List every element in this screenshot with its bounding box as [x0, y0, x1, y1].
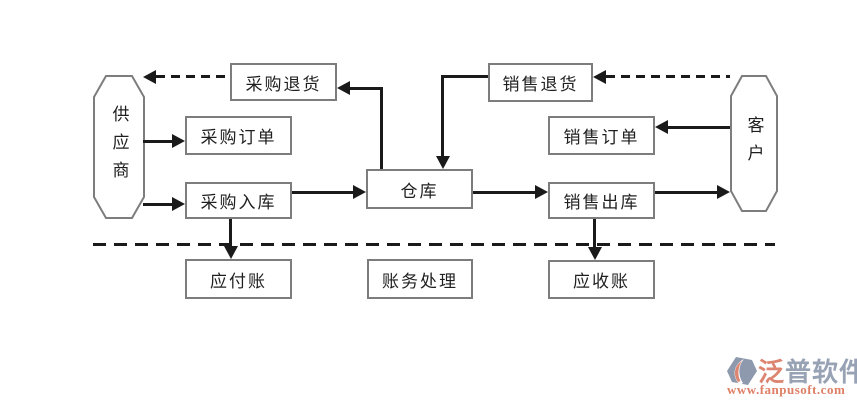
edge-warehouse-purchase-return-vline — [380, 87, 383, 169]
customer-octagon-shape — [730, 75, 778, 212]
node-purchase-order-label: 采购订单 — [200, 128, 277, 147]
node-supplier-label: 供应商 — [109, 105, 129, 189]
node-warehouse: 仓库 — [366, 169, 473, 209]
edge-purchase-inbound-accounts-payable-line — [229, 219, 232, 247]
node-customer-label: 客户 — [744, 115, 764, 172]
edge-warehouse-sales-outbound-arrowhead-icon — [535, 185, 548, 199]
node-purchase-return: 采购退货 — [230, 63, 337, 101]
node-accounts-payable-label: 应付账 — [210, 271, 267, 291]
edge-customer-sales-return-dashed-line — [606, 75, 730, 78]
node-sales-order-label: 销售订单 — [563, 128, 640, 147]
edge-sales-outbound-accounts-receivable-arrowhead-icon — [588, 247, 602, 260]
node-purchase-inbound: 采购入库 — [185, 182, 292, 219]
node-accounts-receivable: 应收账 — [548, 260, 655, 299]
node-sales-outbound-label: 销售出库 — [563, 193, 640, 212]
edge-customer-sales-return-arrowhead-icon — [593, 70, 606, 84]
edge-sales-return-warehouse-vline — [441, 75, 444, 156]
edge-sales-outbound-customer-line — [655, 191, 718, 194]
finance-lane-separator — [93, 243, 775, 246]
edge-sales-return-warehouse-hline — [441, 75, 488, 78]
watermark-brand: 泛普软件 — [758, 352, 857, 389]
edge-sales-outbound-accounts-receivable-line — [593, 219, 596, 248]
fanpu-logo-icon — [727, 357, 757, 385]
node-accounts-receivable-label: 应收账 — [573, 272, 630, 291]
edge-customer-sales-order-arrowhead-icon — [655, 120, 668, 134]
watermark-url: www.fanpusoft.com — [727, 382, 846, 397]
edge-warehouse-purchase-return-hline — [350, 87, 383, 90]
edge-purchase-return-supplier-arrowhead-icon — [143, 70, 156, 84]
node-sales-return-label: 销售退货 — [502, 75, 579, 94]
edge-purchase-inbound-warehouse-arrowhead-icon — [353, 185, 366, 199]
node-purchase-inbound-label: 采购入库 — [200, 193, 277, 212]
supplier-octagon-shape — [93, 75, 145, 219]
edge-supplier-purchase-order-arrowhead-icon — [172, 134, 185, 148]
edge-supplier-purchase-inbound-line — [143, 203, 174, 206]
edge-purchase-inbound-warehouse-line — [292, 191, 354, 194]
node-sales-outbound: 销售出库 — [548, 182, 655, 219]
edge-purchase-inbound-accounts-payable-arrowhead-icon — [224, 246, 238, 259]
node-accounting: 账务处理 — [367, 259, 473, 299]
node-supplier: 供应商 — [93, 75, 145, 219]
watermark-brand-rest: 普软件 — [785, 358, 857, 387]
edge-sales-return-warehouse-arrowhead-icon — [436, 156, 450, 169]
edge-supplier-purchase-order-line — [143, 140, 174, 143]
edge-supplier-purchase-inbound-arrowhead-icon — [172, 197, 185, 211]
watermark-brand-accent: 泛 — [758, 358, 786, 387]
edge-warehouse-purchase-return-arrowhead-icon — [337, 81, 350, 95]
node-accounting-label: 账务处理 — [382, 271, 458, 291]
edge-warehouse-sales-outbound-line — [473, 191, 536, 194]
edge-sales-outbound-customer-arrowhead-icon — [717, 185, 730, 199]
node-warehouse-label: 仓库 — [400, 181, 439, 201]
node-sales-return: 销售退货 — [488, 63, 593, 102]
edge-customer-sales-order-line — [668, 126, 730, 129]
edge-purchase-return-supplier-dashed-line — [156, 75, 230, 78]
node-purchase-return-label: 采购退货 — [245, 74, 322, 94]
node-customer: 客户 — [730, 75, 778, 212]
node-accounts-payable: 应付账 — [185, 259, 292, 299]
node-sales-order: 销售订单 — [548, 116, 655, 155]
node-purchase-order: 采购订单 — [185, 116, 292, 155]
watermark: 泛普软件 www.fanpusoft.com — [727, 354, 857, 399]
